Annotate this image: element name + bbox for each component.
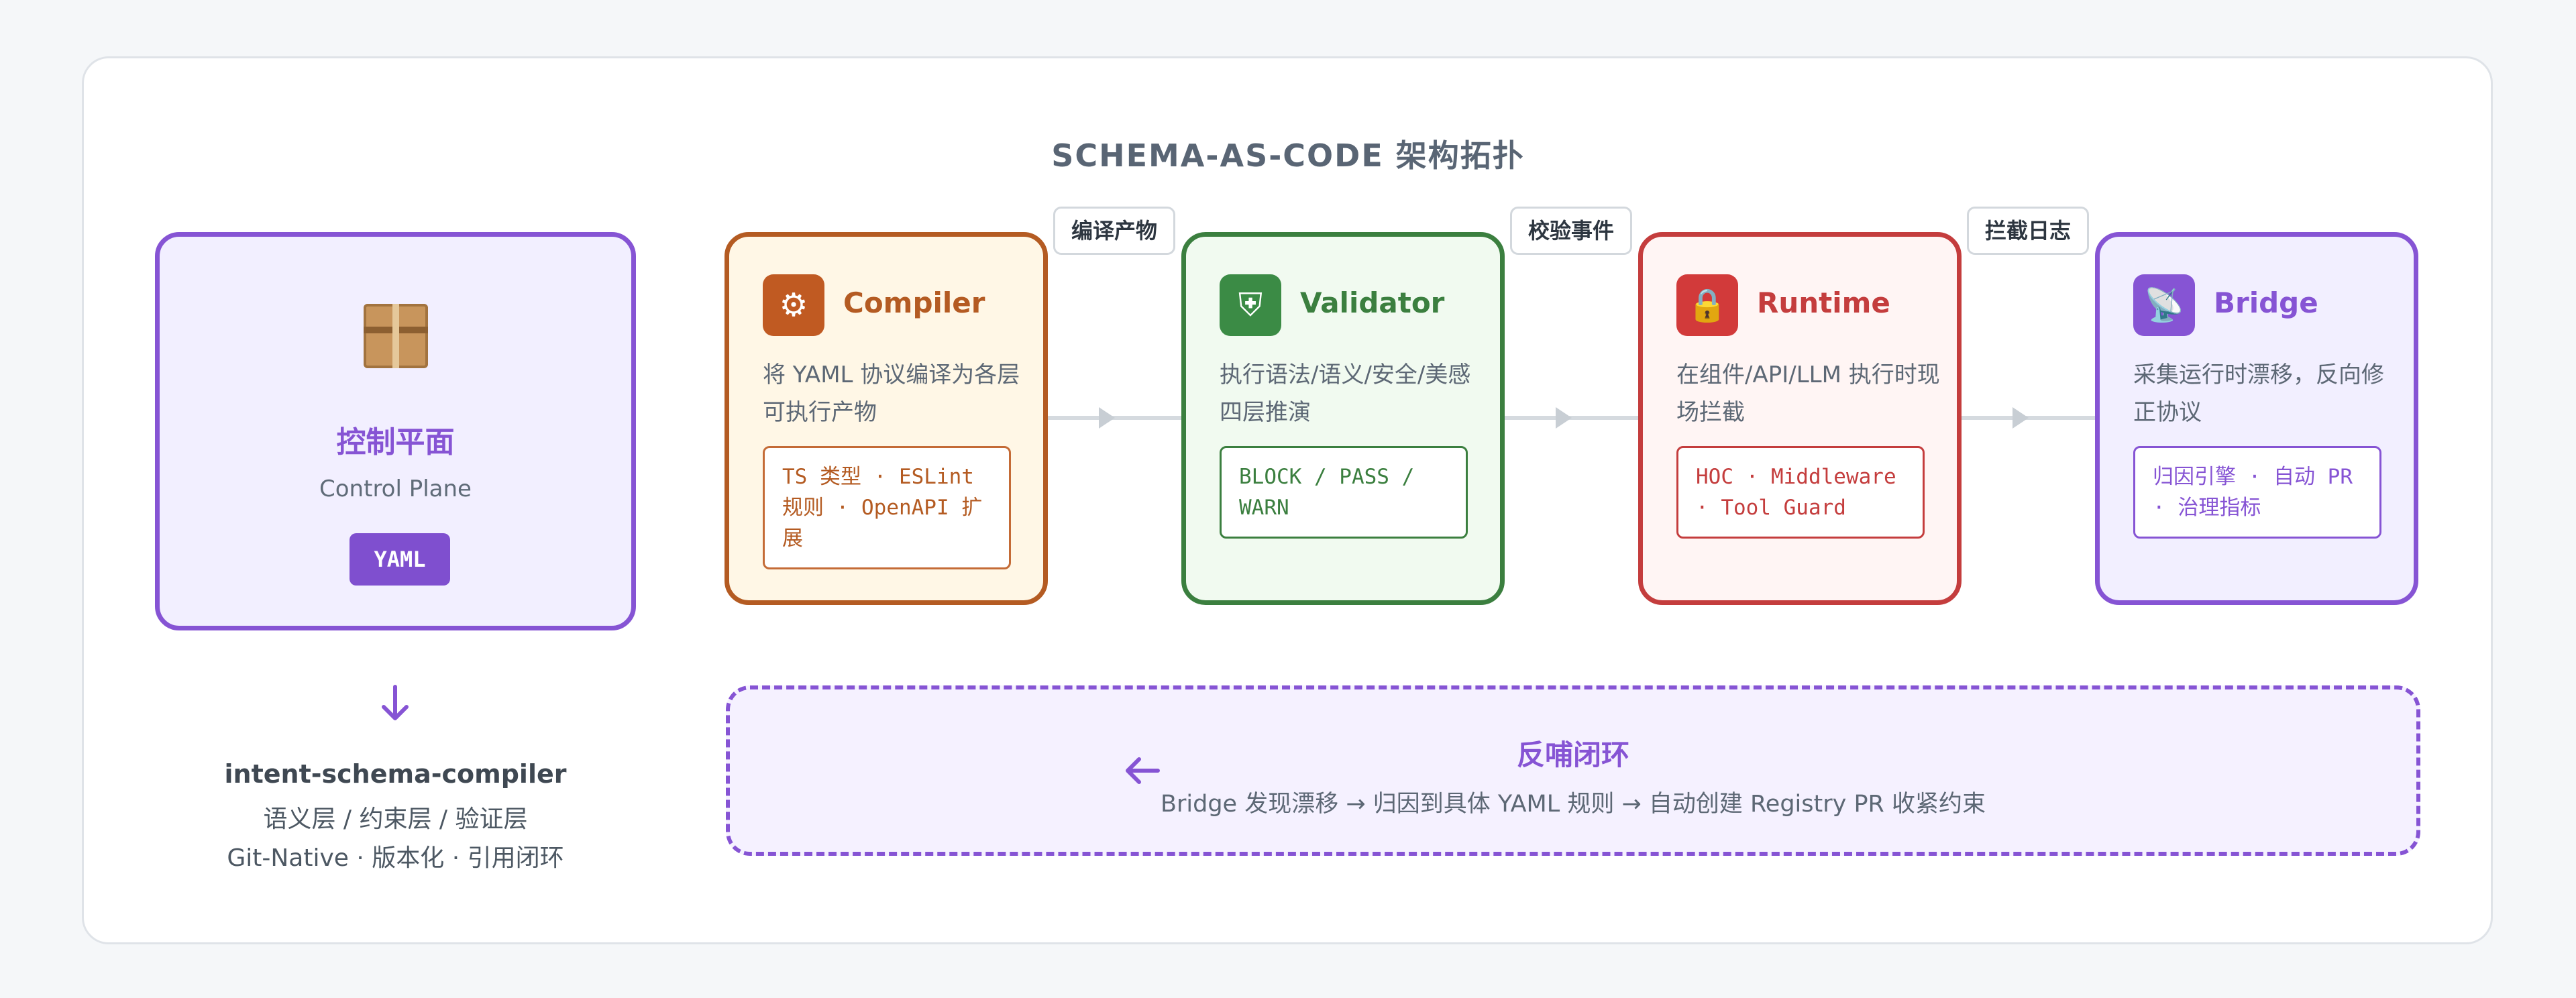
diagram-title: SCHEMA-AS-CODE 架构拓扑: [1051, 137, 1525, 174]
stage-description: 在组件/API/LLM 执行时现场拦截: [1676, 362, 1940, 426]
stage-description: 执行语法/语义/安全/美感四层推演: [1220, 362, 1471, 426]
stage-title: Bridge: [2214, 286, 2318, 319]
shield-icon: ⛨: [1220, 274, 1281, 336]
arrow-right-icon: [1098, 407, 1115, 429]
package-icon: [160, 304, 631, 380]
connector-compiler-validator: [1048, 407, 1181, 429]
control-plane-subtitle: Control Plane: [319, 476, 472, 502]
library-layers: 语义层 / 约束层 / 验证层: [263, 806, 528, 833]
arrow-down-icon: [382, 685, 409, 720]
feedback-loop: 反哺闭环 Bridge 发现漂移 → 归因到具体 YAML 规则 → 自动创建 …: [726, 685, 2420, 856]
stage-outputs: TS 类型 · ESLint 规则 · OpenAPI 扩展: [763, 446, 1011, 569]
connector-label-intercept-logs: 拦截日志: [1967, 207, 2090, 255]
arrow-right-icon: [1555, 407, 1572, 429]
stage-title: Compiler: [843, 286, 985, 319]
arrow-right-icon: [2012, 407, 2029, 429]
stage-runtime: 🔒 Runtime 在组件/API/LLM 执行时现场拦截 HOC · Midd…: [1638, 232, 1962, 605]
stage-validator: ⛨ Validator 执行语法/语义/安全/美感四层推演 BLOCK / PA…: [1181, 232, 1505, 605]
gear-icon: ⚙: [763, 274, 824, 336]
connector-validator-runtime: [1505, 407, 1638, 429]
stage-bridge: 📡 Bridge 采集运行时漂移，反向修正协议 归因引擎 · 自动 PR · 治…: [2095, 232, 2418, 605]
stage-outputs: HOC · Middleware · Tool Guard: [1676, 446, 1925, 539]
stage-outputs: BLOCK / PASS / WARN: [1220, 446, 1468, 539]
library-name: intent-schema-compiler: [224, 759, 567, 789]
satellite-icon: 📡: [2133, 274, 2195, 336]
connector-runtime-bridge: [1962, 407, 2095, 429]
connector-label-validation-events: 校验事件: [1510, 207, 1633, 255]
stage-title: Runtime: [1757, 286, 1890, 319]
stage-description: 将 YAML 协议编译为各层可执行产物: [763, 362, 1020, 426]
lock-icon: 🔒: [1676, 274, 1738, 336]
arrow-left-icon: [1126, 757, 1160, 784]
stage-compiler: ⚙ Compiler 将 YAML 协议编译为各层可执行产物 TS 类型 · E…: [724, 232, 1048, 605]
stage-outputs: 归因引擎 · 自动 PR · 治理指标: [2133, 446, 2381, 539]
connector-label-compile-artifacts: 编译产物: [1053, 207, 1176, 255]
stage-title: Validator: [1300, 286, 1445, 319]
control-plane-title: 控制平面: [336, 425, 455, 459]
yaml-badge: YAML: [350, 533, 450, 586]
library-traits: Git-Native · 版本化 · 引用闭环: [227, 844, 564, 872]
feedback-title: 反哺闭环: [1516, 738, 1629, 771]
control-plane-node: 控制平面 Control Plane YAML: [155, 232, 636, 630]
feedback-description: Bridge 发现漂移 → 归因到具体 YAML 规则 → 自动创建 Regis…: [1160, 791, 1986, 818]
stage-description: 采集运行时漂移，反向修正协议: [2133, 362, 2384, 426]
